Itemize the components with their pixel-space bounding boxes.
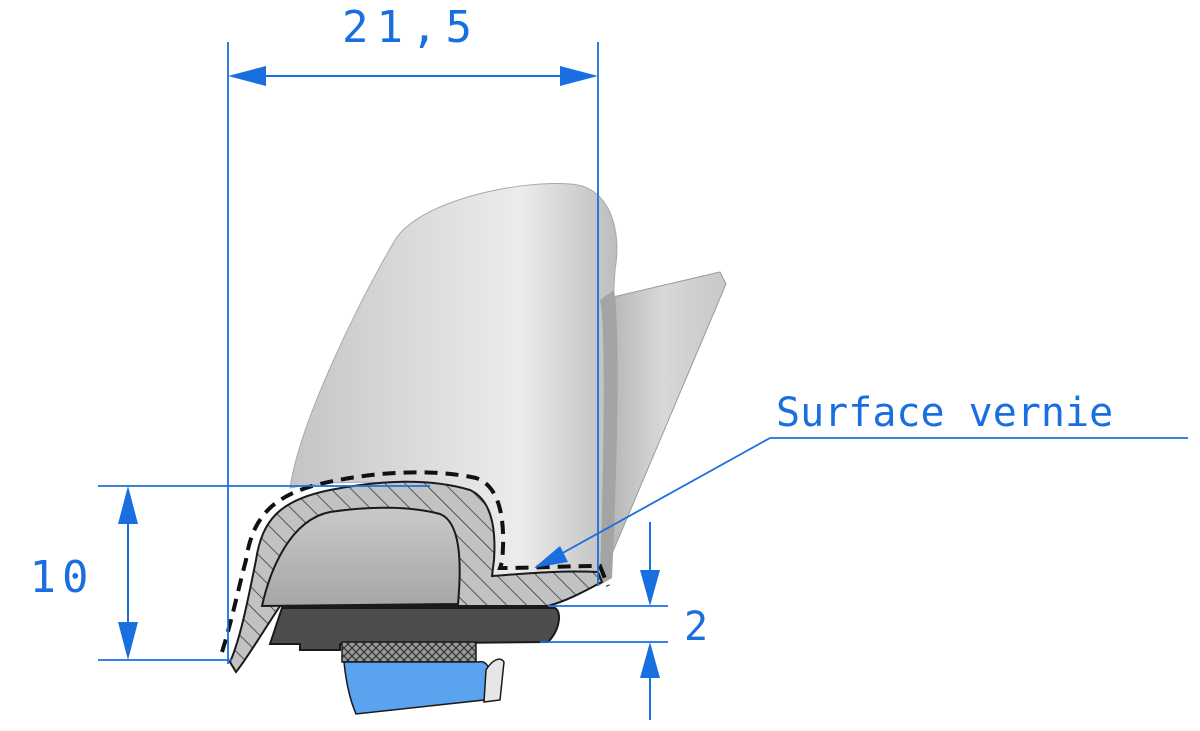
height-dimension-label: 10	[30, 552, 95, 603]
width-arrow-right	[560, 66, 598, 86]
height-arrow-bottom	[118, 622, 138, 660]
seal-groove-shadow	[600, 290, 618, 585]
adhesive-tape-band	[341, 641, 477, 663]
seal-profile	[220, 183, 727, 715]
callout-leader	[549, 437, 771, 561]
seal-hollow-chamber	[260, 506, 461, 608]
thickness-dimension-label: 2	[684, 604, 708, 650]
thickness-arrow-bottom	[640, 642, 660, 678]
thickness-arrow-top	[640, 570, 660, 606]
protective-liner	[343, 660, 492, 715]
surface-callout-label: Surface vernie	[776, 390, 1113, 436]
callout-arrowhead	[534, 546, 568, 568]
width-dimension-label: 21,5	[342, 2, 480, 53]
height-arrow-top	[118, 486, 138, 524]
seal-carrier-core	[268, 607, 561, 651]
seal-lip-surface	[599, 271, 727, 583]
dimension-height	[98, 485, 430, 661]
liner-tab	[483, 658, 505, 703]
dimension-width	[227, 42, 599, 664]
dimension-thickness	[540, 522, 668, 720]
width-arrow-left	[228, 66, 266, 86]
varnished-surface-outline	[220, 470, 610, 653]
surface-callout	[534, 437, 1188, 568]
